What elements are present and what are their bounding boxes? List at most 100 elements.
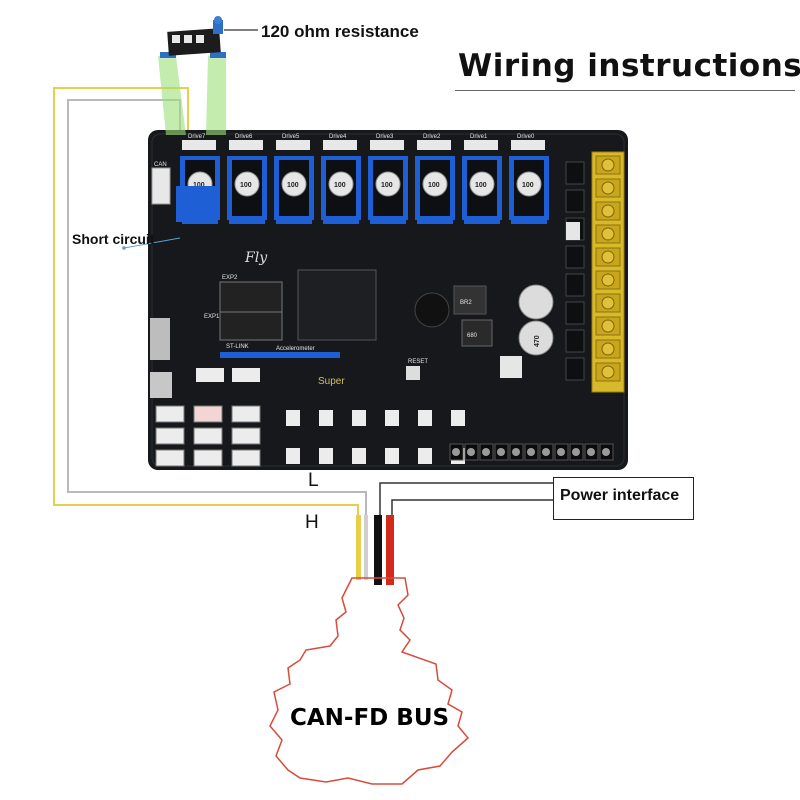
- driver-pins: [370, 220, 406, 224]
- endstop-connector: [319, 410, 333, 426]
- power-interface-label: Power interface: [560, 487, 680, 504]
- power-wire-red: [386, 515, 394, 585]
- bottom-screw: [557, 448, 565, 456]
- bottom-screw: [572, 448, 580, 456]
- driver-pins: [323, 220, 359, 224]
- resistor-cable-left: [158, 56, 186, 135]
- short-circuit-jumper: [176, 186, 216, 222]
- bottom-screw: [602, 448, 610, 456]
- reset-silk: RESET: [408, 359, 428, 365]
- driver-label: Drive5: [282, 134, 300, 140]
- bottom-screw: [467, 448, 475, 456]
- exp1-header: [219, 311, 283, 341]
- driver-capacitor: [469, 171, 495, 197]
- endstop-connector: [385, 410, 399, 426]
- sd-card-slot: [150, 318, 170, 360]
- power-line-1: [379, 482, 553, 515]
- driver-capacitor: [422, 171, 448, 197]
- inductor-silk: 680: [467, 333, 478, 339]
- bottom-connector: [231, 405, 261, 423]
- side-connector: [565, 329, 585, 353]
- driver-header: [229, 140, 263, 150]
- bottom-connector: [155, 449, 185, 467]
- exp1-silk: EXP1: [204, 314, 220, 320]
- driver-label: Drive2: [423, 134, 441, 140]
- driver-label: Drive0: [517, 134, 535, 140]
- driver-pins: [229, 220, 265, 224]
- bottom-screw: [497, 448, 505, 456]
- driver-capacitor: [328, 171, 354, 197]
- driver-capacitor: [234, 171, 260, 197]
- capacitor-value: 100: [240, 182, 252, 189]
- capacitor-value: 100: [193, 182, 205, 189]
- terminal-screw: [601, 342, 615, 356]
- short-circuit-label: Short circuit: [72, 231, 155, 247]
- stlink-silk: ST-LINK: [226, 344, 249, 350]
- capacitor-value: 100: [287, 182, 299, 189]
- driver-label: Drive6: [235, 134, 253, 140]
- terminal-screw: [601, 365, 615, 379]
- endstop-connector: [418, 448, 432, 464]
- big-cap-value: 470: [534, 335, 541, 347]
- endstop-connector: [451, 410, 465, 426]
- bottom-connector: [155, 405, 185, 423]
- title-underline: [455, 90, 795, 91]
- bottom-connector: [231, 427, 261, 445]
- can-high-label: H: [305, 512, 319, 533]
- can-low-label: L: [308, 470, 319, 491]
- fly-logo: Fly: [244, 250, 268, 266]
- terminal-screw: [601, 204, 615, 218]
- side-connector: [565, 161, 585, 185]
- driver-header: [182, 140, 216, 150]
- driver-label: Drive7: [188, 134, 206, 140]
- can-silk: CAN: [154, 162, 167, 168]
- side-connector: [565, 301, 585, 325]
- exp2-silk: EXP2: [222, 275, 238, 281]
- can-cable-grey: [364, 515, 368, 580]
- driver-label: Drive4: [329, 134, 347, 140]
- bottom-screw: [527, 448, 535, 456]
- reset-button: [406, 366, 420, 380]
- driver-header: [276, 140, 310, 150]
- terminal-screw: [601, 250, 615, 264]
- driver-pins: [417, 220, 453, 224]
- capacitor-value: 100: [428, 182, 440, 189]
- bottom-screw: [542, 448, 550, 456]
- side-connector: [565, 189, 585, 213]
- bottom-screw: [512, 448, 520, 456]
- driver-header: [511, 140, 545, 150]
- can-bus-label: CAN-FD BUS: [290, 705, 450, 731]
- large-capacitor: [518, 284, 554, 320]
- super-logo: Super: [318, 376, 345, 387]
- resistance-label: 120 ohm resistance: [261, 22, 419, 41]
- can-cable-yellow: [356, 515, 361, 580]
- bottom-connector: [193, 427, 223, 445]
- capacitor-value: 100: [381, 182, 393, 189]
- terminal-screw: [601, 227, 615, 241]
- accel-silk: Accelerometer: [276, 346, 315, 352]
- endstop-connector: [418, 410, 432, 426]
- endstop-connector: [286, 448, 300, 464]
- terminal-screw: [601, 158, 615, 172]
- side-connector: [565, 245, 585, 269]
- driver-header: [464, 140, 498, 150]
- driver-capacitor: [375, 171, 401, 197]
- power-wire-black: [374, 515, 382, 585]
- terminal-screw: [601, 296, 615, 310]
- jst-connector: [500, 356, 522, 378]
- capacitor-value: 100: [522, 182, 534, 189]
- driver-pins: [464, 220, 500, 224]
- capacitor-value: 100: [334, 182, 346, 189]
- page-title: Wiring instructions: [458, 48, 800, 84]
- endstop-connector: [385, 448, 399, 464]
- power-terminal-block: [591, 151, 625, 393]
- endstop-connector: [286, 410, 300, 426]
- power-line-2: [391, 499, 553, 515]
- can-bus-outline: [269, 577, 470, 785]
- driver-pins: [511, 220, 547, 224]
- bottom-screw: [587, 448, 595, 456]
- usb-port: [150, 372, 172, 398]
- endstop-connector: [352, 410, 366, 426]
